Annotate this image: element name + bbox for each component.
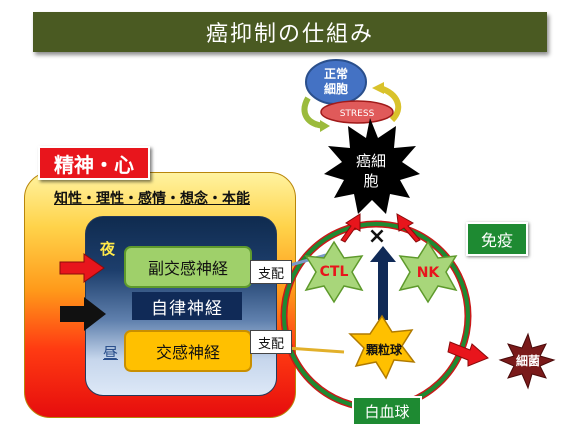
stress-cycle-arrow-right — [378, 85, 402, 123]
bacteria-attack-arrow — [447, 341, 489, 367]
cancer-cell-label-2: 胞 — [363, 172, 378, 190]
immune-label: 免疫 — [466, 222, 528, 256]
control-label-parasympathetic: 支配 — [250, 260, 292, 284]
control-label-sympathetic: 支配 — [250, 330, 292, 354]
mind-label: 精神・心 — [38, 146, 150, 180]
nk-attack-arrow — [396, 213, 421, 243]
control-connector-lower — [286, 346, 345, 354]
ctl-cell — [304, 240, 364, 304]
bacteria-label: 細菌 — [516, 353, 540, 368]
sympathetic-box: 交感神経 — [124, 330, 252, 372]
nk-label: NK — [417, 265, 441, 281]
autonomic-label: 自律神経 — [132, 292, 242, 320]
ctl-label: CTL — [320, 264, 349, 280]
stress-label: STRESS — [340, 109, 375, 119]
bacteria-cell — [498, 332, 556, 390]
normal-cell-label-1: 正常 — [324, 66, 348, 81]
night-input-arrow — [59, 253, 105, 283]
day-label: 昼 — [103, 344, 119, 362]
cancer-cell-label-1: 癌細 — [356, 152, 386, 170]
stress-cycle-arrow-left — [301, 96, 325, 129]
traits-text: 知性・理性・感情・想念・本能 — [54, 191, 250, 207]
ctl-attack-arrow — [340, 213, 361, 243]
page-title: 癌抑制の仕組み — [33, 12, 547, 52]
granulocyte-cell — [348, 314, 416, 380]
night-label: 夜 — [100, 240, 116, 258]
white-blood-cell-label: 白血球 — [352, 396, 422, 426]
granulocyte-label: 顆粒球 — [366, 342, 403, 357]
normal-cell-label-2: 細胞 — [324, 81, 348, 96]
cancer-cell — [324, 118, 420, 214]
granulocyte-up-arrow — [370, 246, 396, 320]
stress-ellipse — [320, 100, 394, 124]
autonomic-input-arrow — [60, 297, 106, 331]
inhibit-mark: × — [368, 224, 386, 249]
nk-cell — [398, 240, 458, 304]
